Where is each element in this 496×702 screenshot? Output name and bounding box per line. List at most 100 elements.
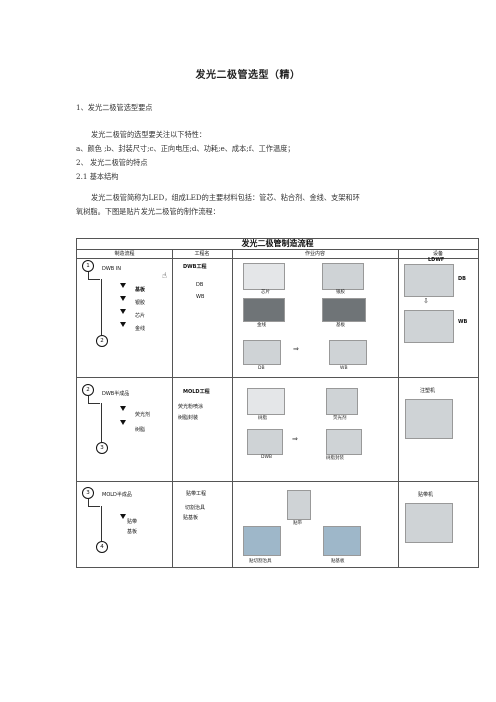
photo-caption: 贴切割治具	[249, 559, 272, 564]
photo-caption: 芯片	[261, 290, 270, 295]
flow-step: 芯片	[135, 313, 146, 319]
wb-photo	[329, 340, 367, 365]
resin-encapsulation-photo	[326, 429, 362, 455]
cutting-fixture-photo	[243, 526, 281, 556]
process-item: DB	[196, 282, 204, 288]
equipment-label: LDWF	[428, 257, 445, 263]
paragraph-4: 氧树脂。下图是贴片发光二极管的制作流程：	[76, 207, 220, 216]
header-equipment: 设备	[398, 249, 478, 259]
photo-caption: 基板	[336, 323, 345, 328]
process-item: WB	[196, 294, 205, 300]
flow-connector	[88, 499, 89, 506]
photo-caption: 金线	[257, 323, 266, 328]
equipment-label: 注塑机	[420, 388, 436, 394]
silver-paste-photo	[322, 263, 364, 290]
flow-step: 荧光剂	[135, 412, 151, 418]
process-title: DWB工程	[183, 264, 207, 270]
dwb-photo	[247, 429, 283, 455]
process-item: 切割治具	[185, 505, 206, 511]
flow-main-label: DWB IN	[102, 266, 122, 272]
process-title: 贴带工程	[186, 491, 207, 497]
gold-wire-photo	[243, 298, 285, 322]
flow-connector	[88, 272, 89, 279]
flow-step: 基板	[135, 287, 146, 293]
taping-machine-photo	[405, 503, 453, 543]
step-marker-icon	[120, 296, 126, 301]
step-start-1: 1	[82, 260, 94, 272]
process-title: MOLD工程	[183, 389, 210, 395]
chip-photo	[243, 263, 285, 290]
phosphor-photo	[326, 388, 358, 415]
step-end-3: 4	[96, 541, 108, 553]
step-marker-icon	[120, 420, 126, 425]
step-start-3: 3	[82, 487, 94, 499]
step-start-2: 2	[82, 384, 94, 396]
section-divider-1	[77, 377, 478, 378]
section-heading-2: 2、 发光二极管的特点	[76, 158, 148, 167]
flow-step: 金线	[135, 326, 146, 332]
flow-stem	[101, 279, 102, 335]
process-item: 树脂封装	[178, 415, 199, 421]
machine-photo	[404, 310, 454, 343]
molding-machine-photo	[405, 399, 453, 439]
flow-step: 银胶	[135, 300, 146, 306]
header-work: 作业内容	[232, 249, 398, 259]
step-marker-icon	[120, 322, 126, 327]
subsection-heading: 2.1 基本结构	[76, 172, 119, 181]
flow-main-label: MOLD半成品	[102, 492, 132, 498]
flow-title: 发光二极管制造流程	[241, 239, 314, 248]
right-arrow-icon: ⇒	[293, 345, 299, 353]
flow-stem	[101, 506, 102, 541]
header-flow: 制造流程	[77, 249, 172, 259]
flow-step: 树脂	[135, 427, 146, 433]
step-marker-icon	[120, 283, 126, 288]
paragraph-3: 发光二极管简称为LED，组成LED的主要材料包括：管芯、粘合剂、金线、支架和环	[91, 193, 360, 202]
resin-photo	[247, 388, 285, 415]
flow-connector	[88, 396, 89, 403]
down-arrow-icon: ⇩	[423, 297, 429, 305]
flow-connector	[88, 506, 100, 507]
divider-3	[398, 249, 399, 567]
equipment-label: DB	[458, 276, 466, 282]
equipment-label: WB	[458, 319, 468, 325]
substrate-attach-photo	[323, 526, 361, 556]
photo-caption: 树脂封装	[326, 456, 344, 461]
photo-caption: DB	[258, 366, 265, 371]
step-marker-icon	[120, 514, 126, 519]
step-marker-icon	[120, 309, 126, 314]
flow-step: 贴带	[127, 519, 138, 525]
substrate-photo	[322, 298, 366, 322]
photo-caption: 贴基板	[331, 559, 345, 564]
photo-caption: WB	[340, 366, 348, 371]
manufacturing-flow-diagram: 发光二极管制造流程 制造流程 工程名 作业内容 设备 1 2 DWB IN ☝ …	[76, 238, 479, 568]
page-title: 发光二极管选型（精）	[195, 70, 301, 81]
process-item: 贴基板	[183, 515, 199, 521]
flow-connector	[88, 279, 100, 280]
header-process: 工程名	[172, 249, 232, 259]
right-arrow-icon: ⇒	[292, 435, 298, 443]
section-heading-1: 1、发光二极管选型要点	[76, 103, 153, 112]
photo-caption: 树脂	[258, 416, 267, 421]
photo-caption: 荧光剂	[333, 416, 347, 421]
photo-caption: DWB	[261, 455, 273, 460]
divider-1	[172, 249, 173, 567]
flow-main-label: DWB半成品	[102, 391, 130, 397]
divider-2	[232, 249, 233, 567]
equipment-label: 贴带机	[418, 492, 434, 498]
tape-photo	[287, 490, 311, 520]
db-photo	[243, 340, 281, 365]
paragraph-1: 发光二极管的选型要关注以下特性：	[91, 130, 207, 139]
hand-pointer-icon: ☝	[162, 271, 167, 280]
step-end-1: 2	[96, 335, 108, 347]
machine-photo	[404, 264, 454, 297]
section-divider-2	[77, 481, 478, 482]
flow-step: 基板	[127, 529, 138, 535]
flow-connector	[88, 403, 100, 404]
photo-caption: 银胶	[336, 290, 345, 295]
process-item: 荧光粉喷涂	[178, 404, 204, 410]
photo-caption: 贴带	[293, 521, 302, 526]
paragraph-2: a、颜色 ;b、封装尺寸;c、正向电压;d、功耗;e、成本;f、工作温度；	[76, 144, 295, 153]
step-end-2: 3	[96, 442, 108, 454]
flow-stem	[101, 403, 102, 442]
step-marker-icon	[120, 406, 126, 411]
